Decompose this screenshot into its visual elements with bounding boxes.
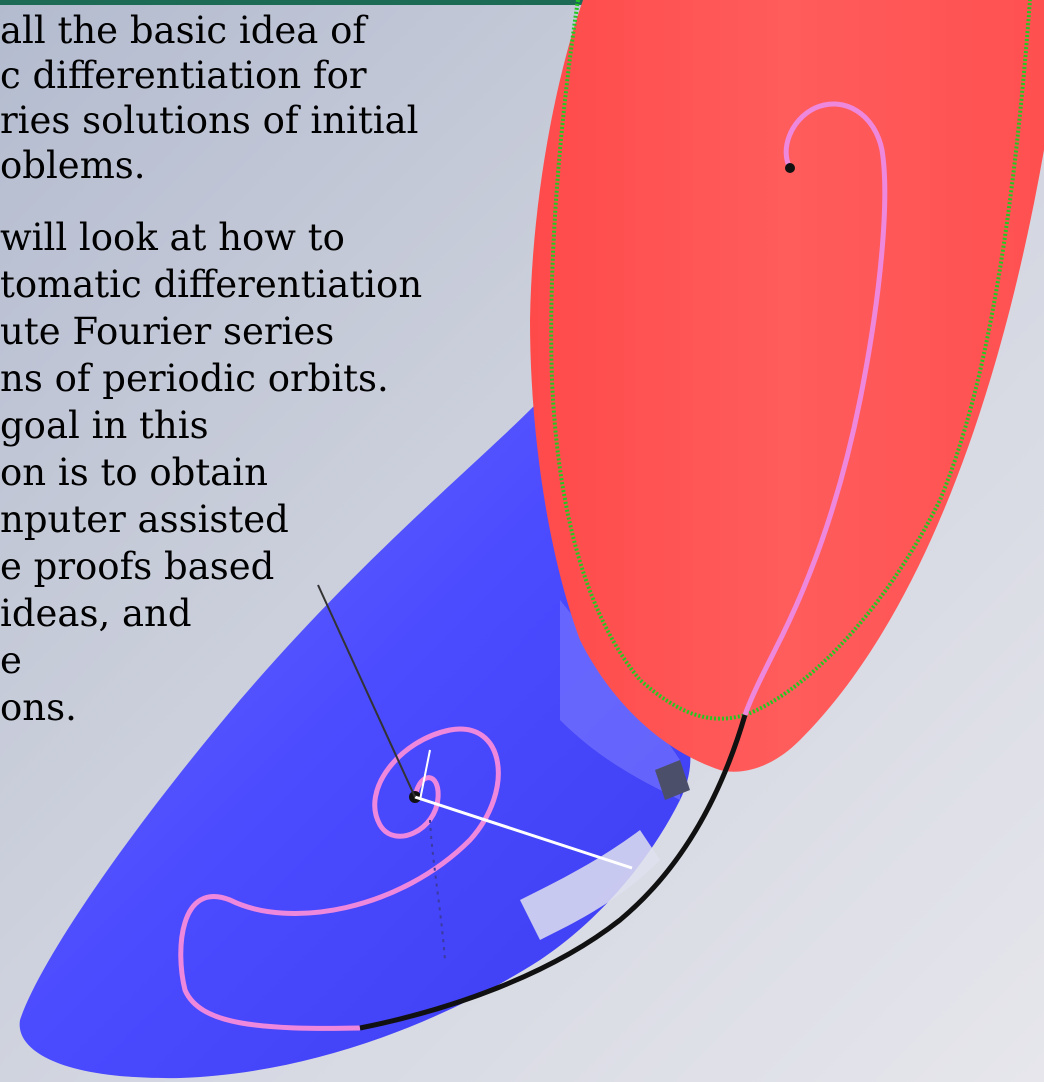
text-line: e proofs based [0, 545, 275, 588]
gray-segment [317, 584, 416, 798]
text-line: on is to obtain [0, 451, 268, 494]
white-segment [414, 795, 633, 870]
text-line: all the basic idea of [0, 9, 367, 52]
header-bar [0, 0, 1044, 5]
text-line: ideas, and [0, 592, 192, 635]
text-line: ns of periodic orbits. [0, 357, 389, 400]
red-spiral-point [785, 163, 795, 173]
text-line: ons. [0, 686, 77, 729]
green-orbit-curve [549, 0, 1032, 721]
blue-manifold-surface [19, 405, 691, 1079]
text-line: will look at how to [0, 216, 345, 259]
text-line: ute Fourier series [0, 310, 335, 353]
text-line: goal in this [0, 404, 209, 447]
text-line: oblems. [0, 144, 146, 187]
text-line: ries solutions of initial [0, 99, 419, 142]
text-line: nputer assisted [0, 498, 289, 541]
text-line: e [0, 639, 22, 682]
red-spiral-curve [742, 101, 888, 716]
red-manifold-surface [530, 0, 1044, 772]
black-connecting-curve [359, 714, 748, 1031]
text-line: tomatic differentiation [0, 263, 423, 306]
text-line: c differentiation for [0, 54, 367, 97]
blue-spiral-curve [178, 726, 501, 1031]
